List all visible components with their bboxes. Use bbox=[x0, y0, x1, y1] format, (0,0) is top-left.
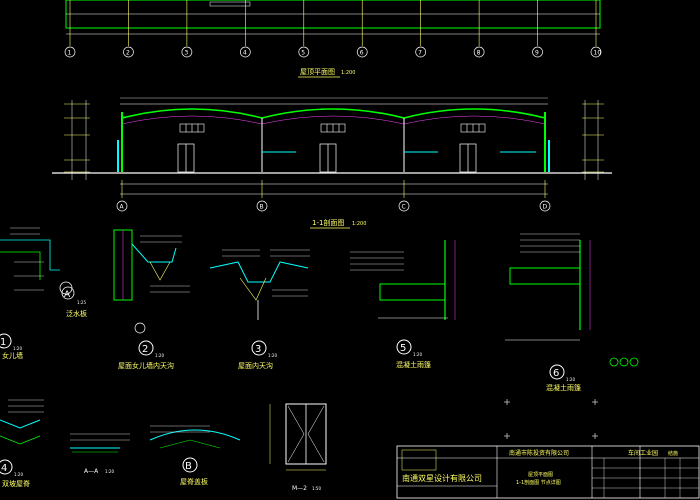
detail-a-title: 泛水板 bbox=[66, 309, 87, 318]
title-block-client: 南通市陈投资有限公司 bbox=[509, 449, 569, 457]
roof-plan-axis-bubble bbox=[356, 46, 368, 58]
roof-plan-axis-bubble bbox=[590, 46, 602, 58]
section-axis-bubbles: A B C D bbox=[116, 200, 551, 212]
detail-6-title: 混凝土雨篷 bbox=[546, 383, 581, 392]
roof-plan-axis-label: 6 bbox=[360, 50, 364, 57]
title-block-design-firm: 南通双星设计有限公司 bbox=[402, 473, 482, 483]
roof-plan-axis-bubble bbox=[181, 46, 193, 58]
roof-plan-axis-bubble bbox=[239, 46, 251, 58]
detail-3-scale: 1:20 bbox=[268, 353, 277, 358]
detail-6-number: 6 bbox=[553, 368, 559, 379]
detail-aa-scale: 1:20 bbox=[105, 469, 114, 474]
roof-plan-axis-bubble bbox=[415, 46, 427, 58]
title-block-drawing-name: 屋顶平面图 bbox=[528, 472, 553, 478]
roof-plan-title: 屋顶平面图 bbox=[300, 68, 335, 76]
detail-b-label: B bbox=[185, 461, 192, 472]
roof-plan-axis-ticks bbox=[69, 0, 597, 46]
roof-plan-axis-label: 3 bbox=[184, 50, 188, 57]
roof-plan-axis-label: 4 bbox=[243, 50, 247, 57]
roof-plan-scale: 1:200 bbox=[341, 70, 355, 76]
detail-6-drawing bbox=[505, 233, 639, 367]
detail-3-drawing bbox=[209, 249, 310, 320]
detail-5-drawing bbox=[350, 240, 456, 320]
section-axis-label: C bbox=[402, 204, 406, 211]
roof-plan-axis-label: 2 bbox=[126, 50, 130, 57]
roof-plan: 1 2 3 4 5 6 7 8 9 10 屋顶平面图 1:200 bbox=[64, 0, 602, 78]
detail-b-drawing bbox=[149, 425, 241, 449]
detail-1-title: 女儿墙 bbox=[2, 351, 23, 360]
roof-plan-axis-bubbles: 1 2 3 4 5 6 7 8 9 10 bbox=[64, 46, 602, 58]
roof-plan-axis-label: 10 bbox=[594, 50, 602, 57]
detail-a-scale: 1:25 bbox=[77, 300, 86, 305]
detail-labels: A 1:25 泛水板 1 1:20 女儿墙 2 1:20 屋面女儿墙内天沟 3 … bbox=[0, 286, 581, 492]
roof-plan-axis-label: 7 bbox=[418, 50, 422, 57]
viewport-marks bbox=[504, 399, 598, 439]
title-block-drawing-number: 结施 bbox=[668, 450, 678, 457]
detail-4-number: 4 bbox=[1, 463, 7, 474]
detail-drawings bbox=[0, 227, 639, 471]
section-axis-bubble bbox=[256, 200, 268, 212]
detail-2-title: 屋面女儿墙内天沟 bbox=[118, 361, 174, 370]
section-axis-bubble bbox=[539, 200, 551, 212]
roof-plan-axis-label: 5 bbox=[301, 50, 305, 57]
detail-aa-drawing bbox=[70, 433, 130, 453]
detail-4-scale: 1:20 bbox=[14, 472, 23, 477]
detail-aa-label: A—A bbox=[84, 468, 99, 475]
detail-6-scale: 1:20 bbox=[566, 377, 575, 382]
roof-plan-axis-bubble bbox=[532, 46, 543, 58]
roof-plan-axis-label: 1 bbox=[68, 50, 72, 57]
section-axis-bubble bbox=[116, 200, 128, 212]
title-block-project: 车间工业园 bbox=[628, 449, 658, 457]
detail-2-scale: 1:20 bbox=[155, 353, 164, 358]
detail-2-number: 2 bbox=[142, 344, 148, 355]
door-m2-elevation bbox=[269, 403, 327, 471]
detail-1-scale: 1:20 bbox=[13, 346, 22, 351]
detail-5-title: 混凝土雨篷 bbox=[396, 360, 431, 369]
detail-3-number: 3 bbox=[255, 344, 261, 355]
detail-a-flashing bbox=[0, 227, 73, 295]
roof-plan-axis-label: 9 bbox=[535, 50, 539, 57]
roof-plan-axis-bubble bbox=[298, 46, 310, 58]
roof-plan-axis-label: 8 bbox=[477, 50, 481, 57]
title-block: 南通市陈投资有限公司 车间工业园 南通双星设计有限公司 屋顶平面图 1-1剖面图… bbox=[396, 445, 700, 499]
detail-b-title: 屋脊盖板 bbox=[180, 477, 208, 486]
door-m2-label: M—2 bbox=[292, 485, 307, 492]
detail-1-number: 1 bbox=[0, 337, 6, 348]
section-axis-label: D bbox=[543, 204, 548, 211]
roof-plan-axis-bubble bbox=[473, 46, 485, 58]
detail-5-number: 5 bbox=[400, 343, 406, 354]
detail-3-title: 屋面内天沟 bbox=[238, 361, 273, 370]
detail-4-drawing bbox=[0, 399, 44, 445]
section-axis-label: A bbox=[120, 204, 125, 211]
roof-plan-axis-bubble bbox=[123, 46, 134, 58]
detail-a-label: A bbox=[64, 290, 71, 300]
detail-2-drawing bbox=[113, 229, 190, 334]
title-block-drawing-name-2: 1-1剖面图 节点详图 bbox=[516, 479, 561, 486]
roof-plan-axis-bubble bbox=[64, 46, 76, 58]
section-windows bbox=[179, 123, 486, 133]
section-axis-bubble bbox=[398, 200, 410, 212]
section-1-1: A B C D 1-1剖面图 1:200 bbox=[52, 97, 612, 229]
detail-5-scale: 1:20 bbox=[413, 352, 422, 357]
section-axis-label: B bbox=[260, 204, 264, 211]
section-scale: 1:200 bbox=[352, 221, 366, 227]
section-title: 1-1剖面图 bbox=[312, 218, 344, 227]
door-m2-scale: 1:50 bbox=[312, 486, 321, 491]
section-doors bbox=[177, 143, 477, 173]
detail-4-title: 双坡屋脊 bbox=[2, 479, 30, 488]
